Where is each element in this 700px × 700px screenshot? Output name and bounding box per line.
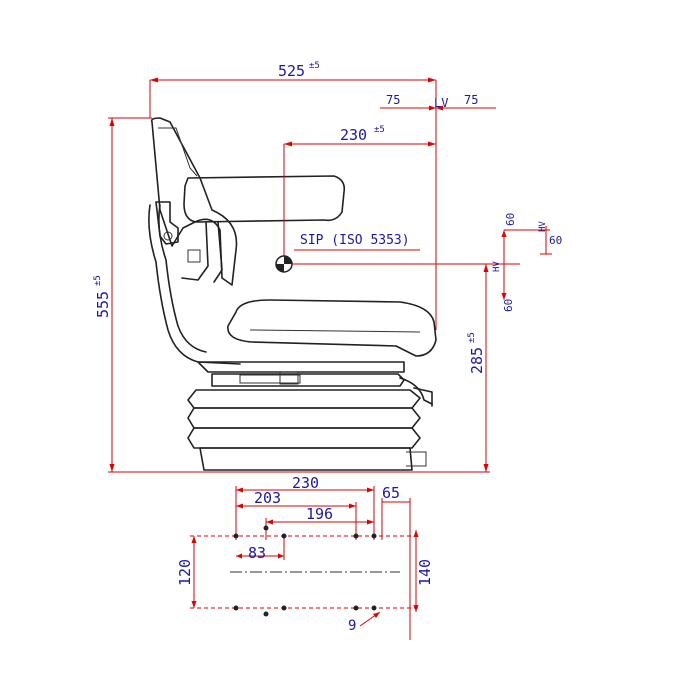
dimension-overall-depth: 525 ±5: [149, 61, 437, 330]
overall-depth-value: 525: [278, 62, 305, 80]
backrest-frame: [148, 204, 241, 365]
armrest: [183, 175, 346, 223]
base-hole-203: 203: [254, 489, 281, 507]
overall-depth-tolerance: ±5: [309, 61, 320, 71]
base-hole-83: 83: [248, 544, 266, 562]
sip-offset-value: 230: [340, 126, 367, 144]
backrest: [150, 117, 238, 286]
seat-cushion: [227, 299, 437, 357]
base-offset-65: 65: [382, 484, 400, 502]
base-depth-140: 140: [416, 559, 434, 586]
hv-label-top: HV: [538, 221, 548, 232]
sip-height-value: 285: [468, 347, 486, 374]
seat-frame: [197, 361, 405, 373]
slide-rail: [211, 373, 405, 387]
lv-label: LV: [434, 96, 448, 110]
suspension-bellows: [187, 389, 421, 409]
backrest-hinge: [155, 201, 179, 245]
overall-height-value: 555: [94, 291, 112, 318]
overall-height-tolerance: ±5: [93, 275, 103, 286]
base-hole-dia-9: 9: [348, 618, 356, 634]
hv-down-value: 60: [502, 299, 515, 312]
base-hole-196: 196: [306, 505, 333, 523]
mounting-holes-bottom: [233, 605, 377, 617]
dimension-hv: 60 HV 60 HV 60: [492, 213, 562, 312]
dimension-sip-height: 285 ±5: [467, 264, 489, 472]
dimension-lv: 75 LV 75: [380, 93, 496, 111]
base-depth-120: 120: [176, 559, 194, 586]
seat-outline: [148, 117, 437, 471]
sip-offset-tolerance: ±5: [374, 125, 385, 135]
base-plate: 230 203 65 196 83 120 140: [176, 474, 434, 640]
dimension-sip-offset: 230 ±5: [283, 125, 436, 262]
dimension-overall-height: 555 ±5: [93, 117, 490, 473]
sip-reference-point: SIP (ISO 5353): [275, 233, 504, 273]
sip-height-tolerance: ±5: [467, 332, 477, 343]
lv-right-value: 75: [464, 93, 478, 107]
lv-left-value: 75: [386, 93, 400, 107]
sip-label: SIP (ISO 5353): [300, 233, 410, 248]
hv-label-mid: HV: [492, 261, 502, 272]
hv-up-value: 60: [504, 213, 517, 226]
mounting-holes-top: [233, 525, 377, 539]
base-width-230: 230: [292, 474, 319, 492]
hv-side-value: 60: [549, 234, 562, 247]
